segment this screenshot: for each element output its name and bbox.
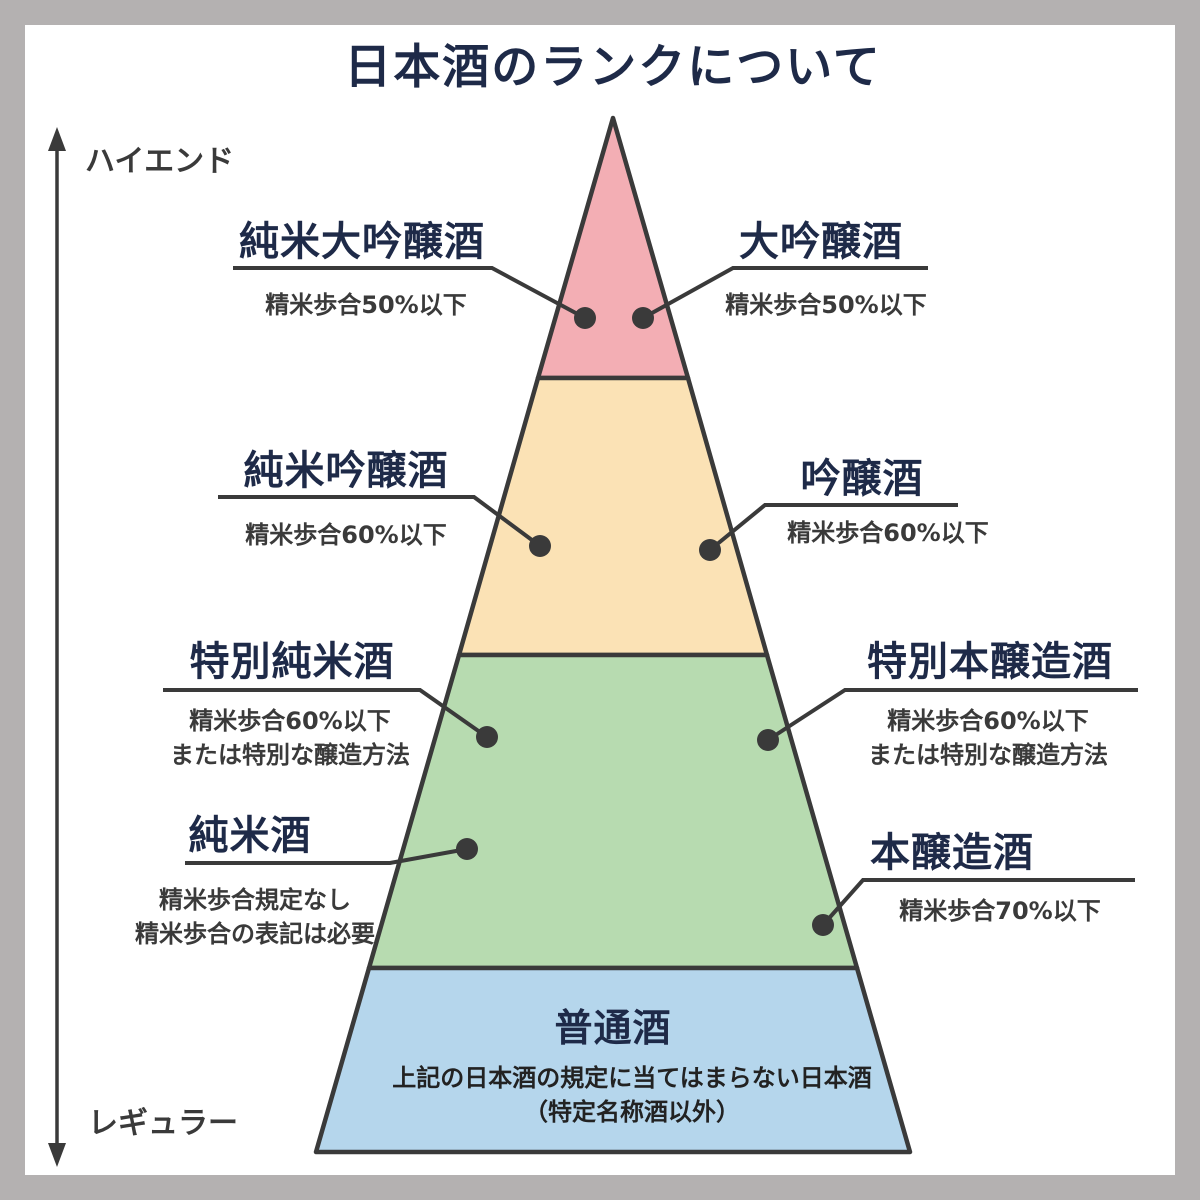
sublabel-ginjo: 精米歩合60%以下 xyxy=(787,519,989,547)
label-ginjo: 吟醸酒 xyxy=(800,456,924,502)
sublabel-junmai-daiginjo: 精米歩合50%以下 xyxy=(265,291,467,319)
sublabel-line: または特別な醸造方法 xyxy=(170,740,410,769)
page-title: 日本酒のランクについて xyxy=(344,40,882,95)
label-junmai-ginjo: 純米吟醸酒 xyxy=(243,448,449,494)
axis-label-high-end: ハイエンド xyxy=(85,144,235,179)
dot-ginjo xyxy=(699,539,721,561)
label-tokubetsu-junmai: 特別純米酒 xyxy=(189,639,395,685)
dot-junmai-daiginjo xyxy=(574,307,596,329)
sublabel-line: 精米歩合60%以下 xyxy=(189,707,391,735)
tier-junmai-honjozo xyxy=(366,652,860,971)
leader-tokubetsu-honjozo xyxy=(766,688,1138,742)
label-junmai: 純米酒 xyxy=(188,813,312,859)
sublabel-tokubetsu-honjozo: 精米歩合60%以下 または特別な醸造方法 xyxy=(868,705,1108,772)
sublabel-line: 精米歩合の表記は必要 xyxy=(135,919,375,948)
tier-daiginjo xyxy=(535,115,691,381)
dot-daiginjo xyxy=(632,307,654,329)
sublabel-junmai: 精米歩合規定なし 精米歩合の表記は必要 xyxy=(135,884,375,951)
leader-daiginjo xyxy=(642,266,928,320)
label-daiginjo: 大吟醸酒 xyxy=(739,219,903,265)
dot-honjozo xyxy=(812,914,834,936)
leader-junmai-ginjo xyxy=(218,495,542,548)
label-junmai-daiginjo: 純米大吟醸酒 xyxy=(239,219,485,265)
axis-label-regular: レギュラー xyxy=(88,1106,238,1141)
label-futsushu: 普通酒 xyxy=(554,1006,672,1050)
rank-axis-arrow-icon xyxy=(48,127,66,1167)
sublabel-futsushu: 上記の日本酒の規定に当てはまらない日本酒 （特定名称酒以外） xyxy=(392,1062,872,1129)
sublabel-junmai-ginjo: 精米歩合60%以下 xyxy=(245,521,447,549)
leader-junmai xyxy=(185,847,468,865)
dot-tokubetsu-honjozo xyxy=(757,729,779,751)
sublabel-line: （特定名称酒以外） xyxy=(524,1097,740,1126)
sublabel-daiginjo: 精米歩合50%以下 xyxy=(725,291,927,319)
sublabel-line: 精米歩合規定なし xyxy=(159,886,351,914)
sublabel-line: 上記の日本酒の規定に当てはまらない日本酒 xyxy=(392,1064,872,1092)
leader-junmai-daiginjo xyxy=(233,266,586,320)
tier-ginjo xyxy=(456,375,770,658)
label-tokubetsu-honjozo: 特別本醸造酒 xyxy=(867,639,1113,685)
sublabel-line: または特別な醸造方法 xyxy=(868,740,1108,769)
label-honjozo: 本醸造酒 xyxy=(870,830,1034,876)
tier-futsushu xyxy=(313,965,913,1155)
sublabel-honjozo: 精米歩合70%以下 xyxy=(899,897,1101,925)
dot-tokubetsu-junmai xyxy=(476,726,498,748)
dot-junmai-ginjo xyxy=(529,535,551,557)
sublabel-line: 精米歩合60%以下 xyxy=(887,707,1089,735)
dot-junmai xyxy=(456,838,478,860)
leader-tokubetsu-junmai xyxy=(163,688,489,739)
sublabel-tokubetsu-junmai: 精米歩合60%以下 または特別な醸造方法 xyxy=(170,705,410,772)
leader-honjozo xyxy=(821,878,1135,927)
leader-ginjo xyxy=(708,503,958,552)
